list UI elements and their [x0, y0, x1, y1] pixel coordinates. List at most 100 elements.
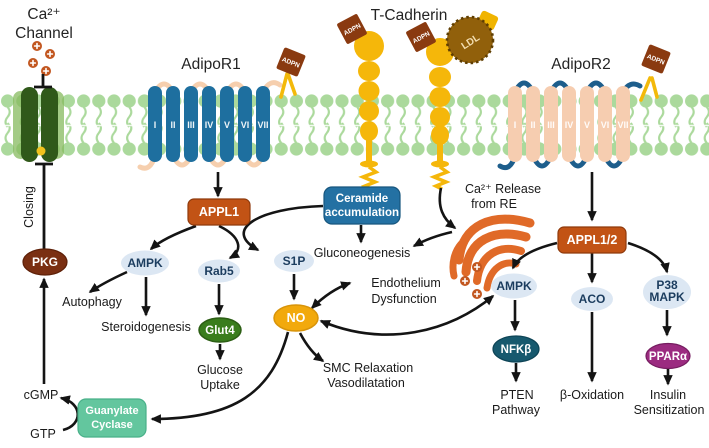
- autophagy-label: Autophagy: [62, 295, 123, 309]
- arrow-ca-release-to-endothelium: [412, 230, 453, 248]
- adipor1-loops: [137, 80, 283, 171]
- ca-channel-title-line1: Ca²⁺: [27, 6, 60, 23]
- arrow-no-to-guanylate-cyclase: [150, 331, 290, 424]
- appl12-node: APPL1/2: [557, 226, 627, 254]
- channel-inhibition-bottom: [35, 162, 53, 249]
- channel-subunit: [21, 87, 38, 162]
- channel-inhibition-top: [34, 74, 52, 89]
- adipor1-title: AdipoR1: [181, 56, 240, 73]
- svg-text:III: III: [547, 120, 555, 130]
- ampk-left-node: AMPK: [121, 250, 169, 276]
- svg-text:I: I: [514, 120, 517, 130]
- arrow-gtp-to-cgmp: [59, 395, 79, 432]
- gluconeogenesis-label: Gluconeogenesis: [314, 246, 411, 260]
- adipor2-loops: [497, 80, 643, 171]
- adipor2-domain-numerals: I II III IV V VI VII: [514, 120, 629, 130]
- svg-text:accumulation: accumulation: [325, 207, 399, 219]
- adipor2-title: AdipoR2: [551, 56, 610, 73]
- glut4-node: Glut4: [198, 317, 242, 343]
- aco-node: ACO: [571, 287, 613, 311]
- ceramide-accumulation-node: Ceramide accumulation: [323, 186, 401, 225]
- nodes: APPL1 Ceramide accumulation AMPK Rab5 S1…: [22, 186, 691, 438]
- svg-text:AMPK: AMPK: [496, 279, 532, 293]
- glucose-uptake-line2: Uptake: [200, 378, 240, 392]
- smc-relaxation-line2: Vasodilatation: [327, 376, 405, 390]
- ppara-node: PPARα: [645, 342, 691, 370]
- labels: Ca²⁺ Channel AdipoR1 T-Cadherin AdipoR2 …: [15, 6, 704, 441]
- appl1-node: APPL1: [187, 198, 251, 226]
- svg-text:V: V: [224, 120, 230, 130]
- svg-text:II: II: [530, 120, 535, 130]
- svg-text:Guanylate: Guanylate: [85, 405, 138, 417]
- closing-label: Closing: [22, 186, 36, 228]
- calcium-channel: [13, 87, 64, 162]
- gpi-anchor-zigzag: [429, 165, 451, 191]
- svg-text:Glut4: Glut4: [205, 325, 235, 337]
- adipor1-receptor: I II III IV V VI VII ADPN: [137, 47, 306, 171]
- svg-text:VII: VII: [617, 120, 628, 130]
- cgmp-label: cGMP: [24, 388, 59, 402]
- svg-text:Cyclase: Cyclase: [91, 419, 133, 431]
- adpn-ligand-adipor1: ADPN: [276, 47, 306, 77]
- svg-text:V: V: [584, 120, 590, 130]
- ampk-right-node: AMPK: [491, 273, 537, 299]
- tcadherin-right: LDL ADPN: [406, 10, 499, 191]
- svg-text:I: I: [154, 120, 157, 130]
- adpn-ligand-adipor2: ADPN: [641, 44, 671, 74]
- ldl-particle: LDL: [445, 15, 495, 65]
- svg-text:III: III: [187, 120, 195, 130]
- arrow-ampk-to-autophagy: [88, 270, 128, 294]
- svg-text:IV: IV: [205, 120, 214, 130]
- s1p-node: S1P: [274, 250, 314, 272]
- ca-channel-title-line2: Channel: [15, 25, 73, 42]
- arrow-ceramide-to-s1p: [242, 204, 324, 252]
- boxidation-label: β-Oxidation: [560, 388, 624, 402]
- svg-text:ACO: ACO: [579, 292, 606, 306]
- calcium-ions-extracellular: [28, 41, 55, 76]
- svg-text:PPARα: PPARα: [649, 351, 687, 363]
- svg-text:II: II: [170, 120, 175, 130]
- adipor2-binding-fork: [639, 76, 659, 102]
- svg-text:VI: VI: [601, 120, 610, 130]
- ca-release-line1: Ca²⁺ Release: [465, 182, 541, 196]
- insulin-line2: Sensitization: [634, 403, 705, 417]
- insulin-line1: Insulin: [650, 388, 686, 402]
- rab5-node: Rab5: [198, 259, 240, 283]
- svg-text:NFKβ: NFKβ: [501, 344, 532, 356]
- channel-subunit: [41, 87, 58, 162]
- svg-text:MAPK: MAPK: [649, 290, 685, 304]
- tcadherin-left: ADPN: [337, 14, 384, 191]
- svg-text:S1P: S1P: [283, 254, 306, 268]
- pkg-node: PKG: [22, 248, 68, 276]
- adipor1-binding-fork: [279, 72, 297, 99]
- adipor1-domain-numerals: I II III IV V VI VII: [154, 120, 269, 130]
- endothelium-line1: Endothelium: [371, 276, 441, 290]
- svg-text:P38: P38: [656, 278, 678, 292]
- er-organelle: [449, 214, 535, 292]
- pten-line1: PTEN: [500, 388, 533, 402]
- arrow-appl12-to-p38mapk: [627, 241, 670, 274]
- gtp-label: GTP: [30, 427, 56, 441]
- svg-text:NO: NO: [287, 311, 306, 325]
- no-node: NO: [273, 304, 319, 332]
- arrow-no-to-smc-relaxation: [298, 332, 325, 363]
- guanylate-cyclase-node: Guanylate Cyclase: [77, 398, 147, 438]
- p38-mapk-node: P38 MAPK: [643, 275, 691, 309]
- svg-text:PKG: PKG: [32, 255, 58, 269]
- arrow-appl1-to-rab5: [218, 224, 241, 260]
- adipor2-receptor: I II III IV V VI VII ADPN: [497, 44, 671, 171]
- svg-text:Ceramide: Ceramide: [336, 193, 388, 205]
- ca-release-line2: from RE: [471, 197, 517, 211]
- tcadherin-title: T-Cadherin: [371, 7, 448, 24]
- adipor1-helices: [148, 86, 270, 162]
- smc-relaxation-line1: SMC Relaxation: [323, 361, 413, 375]
- steroidogenesis-label: Steroidogenesis: [101, 320, 191, 334]
- pten-line2: Pathway: [492, 403, 541, 417]
- channel-modulator-dot: [36, 146, 46, 156]
- arrow-no-ampk-bidirectional: [319, 294, 495, 336]
- arrow-no-endothelium-bidirectional: [310, 281, 352, 310]
- glucose-uptake-line1: Glucose: [197, 363, 243, 377]
- svg-text:APPL1/2: APPL1/2: [567, 233, 618, 247]
